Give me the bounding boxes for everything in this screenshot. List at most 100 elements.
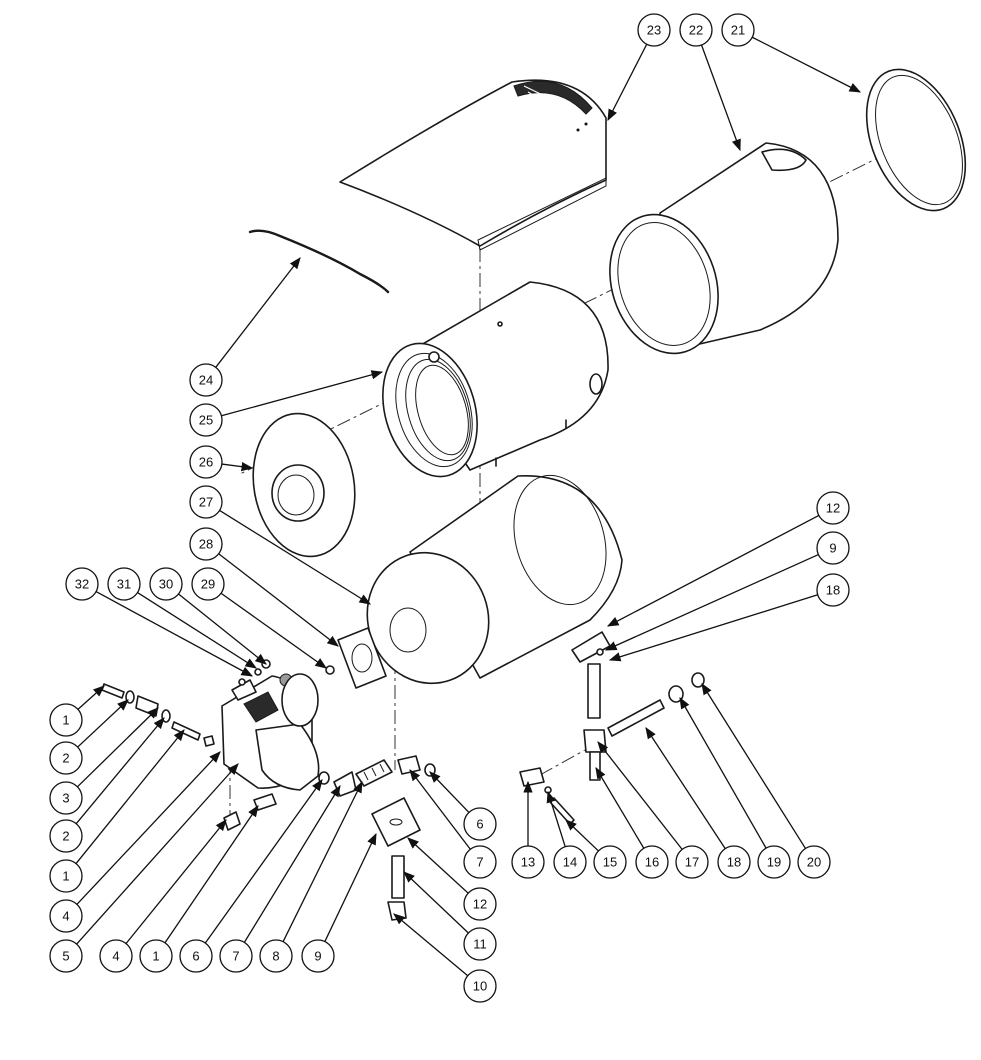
- callout-number: 32: [75, 577, 89, 592]
- callout-leader: [204, 779, 323, 944]
- burner-assembly: [221, 673, 320, 791]
- callout-leader: [606, 514, 820, 627]
- callout-number: 11: [473, 937, 487, 952]
- callout-number: 7: [476, 855, 483, 870]
- callout-number: 3: [62, 791, 69, 806]
- callout-leader: [595, 766, 645, 849]
- callout-leader: [137, 592, 257, 669]
- callout-number: 19: [767, 855, 781, 870]
- callout-leader: [75, 717, 165, 825]
- callout-circle: [463, 845, 497, 879]
- callout-circle: [816, 491, 850, 525]
- callout-leader: [75, 729, 185, 864]
- callout-circle: [49, 741, 83, 775]
- callout-number: 9: [829, 541, 836, 556]
- callout-number: 6: [192, 949, 199, 964]
- callout-circle: [301, 939, 335, 973]
- callout-circle: [463, 807, 497, 841]
- callout-leader: [679, 696, 767, 849]
- end-cap-disc: [865, 68, 967, 212]
- callout-circle: [593, 845, 627, 879]
- callout-number: 9: [314, 949, 321, 964]
- inner-cylinder: [382, 281, 609, 478]
- callout-number: 1: [62, 713, 69, 728]
- callout-number: 30: [159, 577, 173, 592]
- callout-leader: [95, 591, 254, 677]
- callout-number: 29: [201, 577, 215, 592]
- callout-number: 17: [685, 855, 699, 870]
- callout-number: 7: [232, 949, 239, 964]
- callout-circle: [717, 845, 751, 879]
- callout-circle: [463, 887, 497, 921]
- callout-number: 2: [62, 829, 69, 844]
- callout-circle: [49, 859, 83, 893]
- callout-leader: [607, 43, 648, 122]
- callout-leader: [608, 594, 818, 662]
- callout-leader: [243, 785, 341, 943]
- callout-circle: [189, 527, 223, 561]
- callout-leader: [597, 741, 683, 850]
- callout-number: 21: [731, 23, 745, 38]
- mounting-flange: [337, 627, 387, 689]
- callout-number: 14: [563, 855, 577, 870]
- callout-leader: [546, 790, 566, 847]
- callout-leader: [751, 36, 862, 93]
- callout-circle: [637, 13, 671, 47]
- callout-number: 10: [473, 979, 487, 994]
- callout-circle: [189, 485, 223, 519]
- callout-circle: [816, 531, 850, 565]
- callout-number: 22: [689, 23, 703, 38]
- callout-circle: [511, 845, 545, 879]
- callout-number: 28: [199, 537, 213, 552]
- callout-leader: [76, 707, 159, 788]
- callout-circle: [139, 939, 173, 973]
- callout-circle: [553, 845, 587, 879]
- callout-number: 6: [476, 817, 483, 832]
- callout-circle: [189, 363, 223, 397]
- callout-number: 4: [62, 909, 69, 924]
- callout-circle: [816, 573, 850, 607]
- callout-leader: [429, 771, 470, 813]
- callout-circle: [189, 403, 223, 437]
- callout-circle: [49, 939, 83, 973]
- callout-circle: [675, 845, 709, 879]
- callout-number: 13: [521, 855, 535, 870]
- callout-leader: [125, 819, 227, 944]
- chamber-frame: [366, 474, 623, 685]
- callout-leader: [218, 553, 339, 647]
- callout-leader: [219, 509, 371, 605]
- callout-circle: [259, 939, 293, 973]
- callout-circle: [219, 939, 253, 973]
- callout-number: 12: [826, 501, 840, 516]
- callout-number: 5: [62, 949, 69, 964]
- callout-circle: [49, 819, 83, 853]
- callout-leader: [76, 763, 239, 945]
- callout-leader: [77, 685, 105, 710]
- callout-leader: [215, 257, 301, 368]
- callout-circle: [797, 845, 831, 879]
- callout-leader: [221, 370, 384, 417]
- callout-number: 24: [199, 373, 213, 388]
- callout-leader: [701, 683, 807, 849]
- callout-number: 31: [117, 577, 131, 592]
- callout-number: 18: [826, 583, 840, 598]
- callout-number: 23: [647, 23, 661, 38]
- wire-cable: [248, 229, 390, 294]
- outer-shell: [609, 142, 839, 355]
- callout-leader: [282, 780, 363, 942]
- burner-plate: [252, 412, 356, 558]
- callout-leader: [178, 593, 267, 665]
- callout-number: 2: [62, 751, 69, 766]
- callout-leader: [164, 805, 259, 944]
- callout-leader: [220, 592, 327, 669]
- callout-number: 15: [603, 855, 617, 870]
- callout-leader: [403, 871, 469, 934]
- callout-circle: [679, 13, 713, 47]
- callout-number: 12: [473, 897, 487, 912]
- callout-leader: [393, 913, 469, 977]
- top-cover: [339, 79, 607, 251]
- callout-circle: [757, 845, 791, 879]
- callout-circle: [65, 567, 99, 601]
